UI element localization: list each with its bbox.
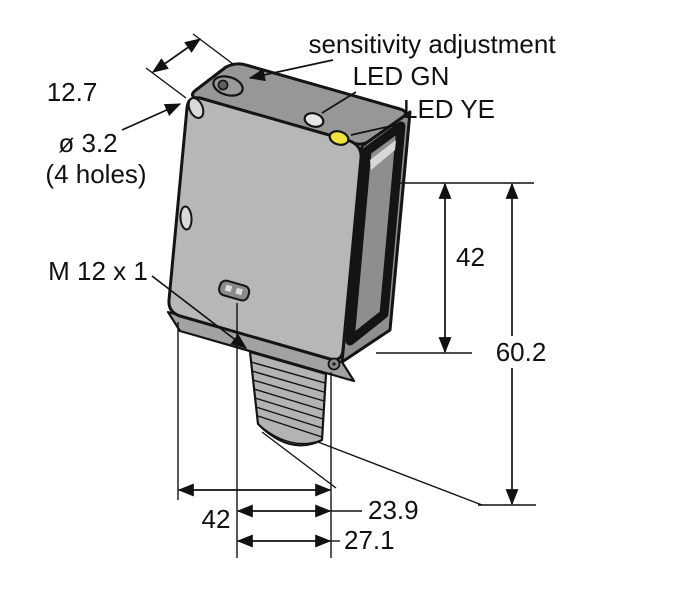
lens-window — [345, 121, 406, 346]
leader-sensitivity-adjustment — [248, 59, 334, 82]
dimension-value-bottom-width: 42 — [202, 504, 231, 534]
extension-line — [145, 67, 187, 99]
leader-thread-spec — [151, 275, 248, 349]
connector-thread-line — [251, 370, 325, 393]
connector-thread-line — [255, 406, 323, 429]
label-hole-diameter: ø 3.2 — [58, 128, 117, 158]
callout-sensitivity-adjustment: sensitivity adjustment — [248, 29, 556, 82]
front-slot-pin — [224, 284, 233, 293]
projection-line — [261, 431, 337, 489]
dimension-connector-offset-inner: 23.9 — [236, 495, 419, 525]
callout-led-green: LED GN — [321, 61, 450, 114]
projection-line — [317, 441, 483, 506]
m12-connector — [248, 350, 328, 447]
mounting-hole-side — [179, 205, 193, 231]
dimension-top-depth: 12.7 — [47, 33, 234, 107]
sensor-body — [166, 62, 412, 447]
callout-thread-spec: M 12 x 1 — [48, 256, 248, 349]
yellow-led-indicator — [328, 130, 350, 146]
dimension-bottom-width: 42 — [177, 483, 332, 534]
sensitivity-adjustment-screw — [212, 75, 244, 97]
leader-hole-diameter — [121, 103, 182, 131]
front-slot-pin — [235, 287, 243, 296]
label-led-yellow: LED YE — [403, 94, 495, 124]
bottom-screw-hole — [327, 357, 341, 371]
dimension-value-connector-offset-inner: 23.9 — [368, 495, 419, 525]
pot-slot — [217, 79, 229, 91]
connector-thread-line — [253, 388, 324, 411]
callout-hole-diameter: ø 3.2 (4 holes) — [45, 103, 182, 189]
callout-led-yellow: LED YE — [350, 94, 495, 136]
mounting-hole-corner — [187, 97, 205, 119]
connector-tip-edge — [257, 423, 323, 445]
dimension-value-top-depth: 12.7 — [47, 77, 98, 107]
lens-window-highlight — [370, 140, 396, 170]
dimension-text-mask — [488, 336, 552, 368]
connector-thread-line — [252, 379, 325, 402]
connector-thread-line — [250, 361, 326, 384]
label-led-green: LED GN — [353, 61, 450, 91]
dimension-value-body-height: 42 — [456, 242, 485, 272]
dimension-value-connector-offset-outer: 27.1 — [344, 525, 395, 555]
label-hole-count: (4 holes) — [45, 159, 146, 189]
connector-thread-line — [257, 415, 323, 438]
dimension-line-top-depth — [151, 38, 202, 73]
connector-thread-line — [254, 397, 324, 420]
dimension-connector-offset-outer: 27.1 — [236, 525, 395, 555]
dimension-value-total-height: 60.2 — [496, 337, 547, 367]
dimension-total-height: 60.2 — [317, 182, 552, 506]
leader-led-green — [321, 91, 357, 114]
lens-window-frame — [345, 121, 406, 346]
label-sensitivity-adjustment: sensitivity adjustment — [308, 29, 556, 59]
leader-led-yellow — [350, 122, 405, 136]
label-thread-spec: M 12 x 1 — [48, 256, 148, 286]
green-led-indicator — [303, 112, 325, 128]
front-slot — [218, 279, 251, 302]
